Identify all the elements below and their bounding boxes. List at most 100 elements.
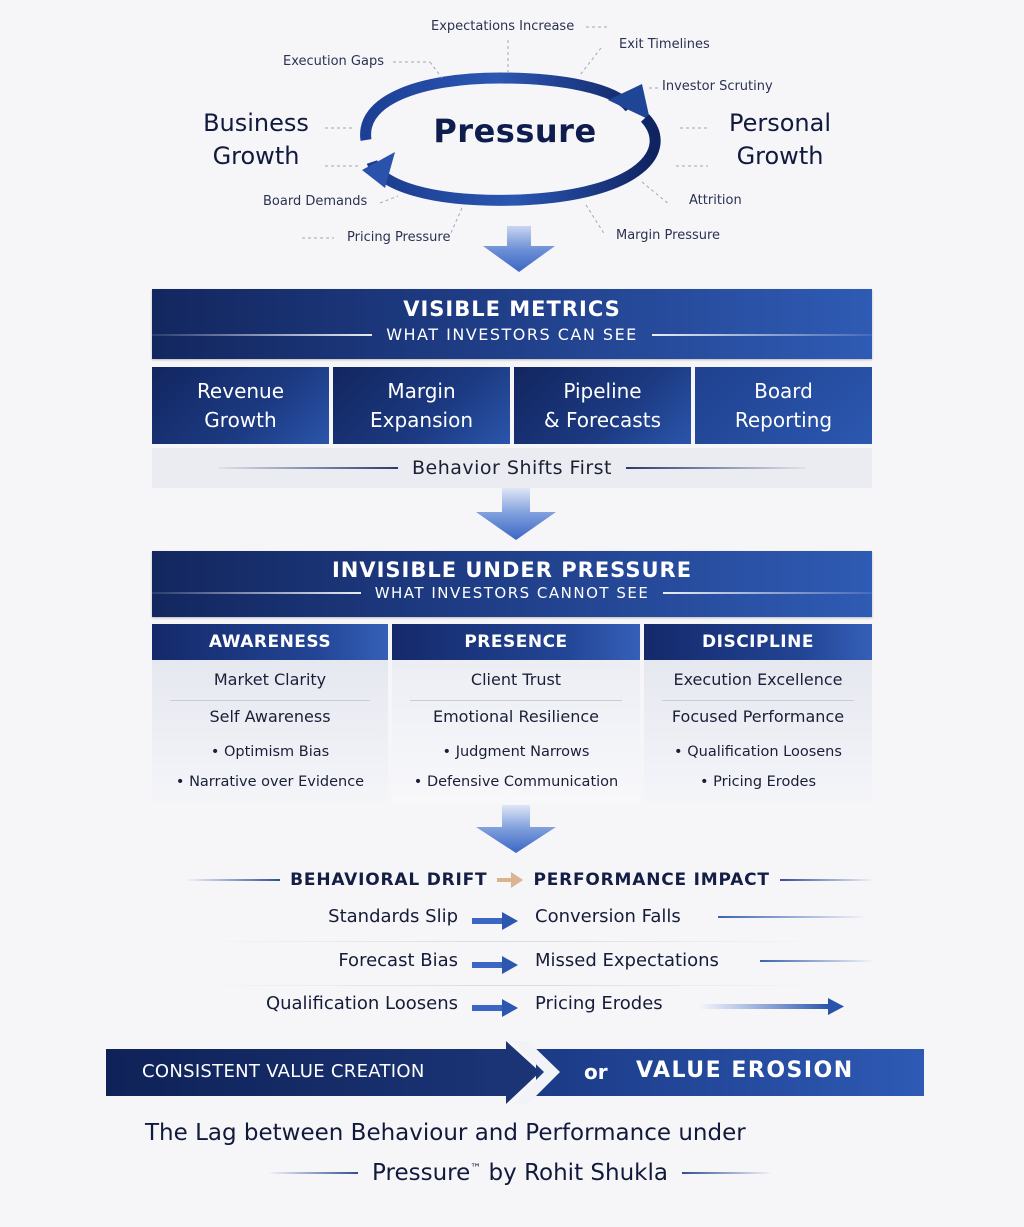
pressure-label-exit-timelines: Exit Timelines xyxy=(619,37,710,52)
right-arrow-icon xyxy=(472,912,518,930)
column-presence: Client Trust Emotional Resilience • Judg… xyxy=(392,660,640,804)
down-arrow-icon xyxy=(476,805,556,853)
drift-impact: Pricing Erodes xyxy=(535,993,663,1014)
performance-impact-heading: PERFORMANCE IMPACT xyxy=(533,870,770,890)
divider xyxy=(681,1172,772,1174)
visible-metrics-title: VISIBLE METRICS xyxy=(403,297,621,321)
pressure-cycle-diagram xyxy=(302,26,710,239)
divider xyxy=(170,700,370,701)
bullet-text: Pricing Erodes xyxy=(713,774,816,790)
divider xyxy=(626,467,807,469)
metric-pipeline-forecasts: Pipeline& Forecasts xyxy=(514,367,691,444)
drift-impact: Conversion Falls xyxy=(535,906,681,927)
invisible-subtitle-row: WHAT INVESTORS CANNOT SEE xyxy=(152,584,872,602)
bullet-text: Optimism Bias xyxy=(223,744,330,760)
invisible-title: INVISIBLE UNDER PRESSURE xyxy=(331,558,693,582)
column-discipline: Execution Excellence Focused Performance… xyxy=(644,660,872,804)
outcome-ribbon: CONSISTENT VALUE CREATION or VALUE EROSI… xyxy=(106,1041,924,1104)
pressure-label-board-demands: Board Demands xyxy=(263,194,368,209)
heading-discipline: DISCIPLINE xyxy=(644,624,872,660)
drift-row: Forecast Bias Missed Expectations xyxy=(150,950,910,980)
business-growth-line1: Business xyxy=(203,109,309,137)
column-primary: Execution Excellence xyxy=(673,670,843,689)
connector-lines xyxy=(302,26,710,239)
divider xyxy=(152,592,361,594)
down-arrow-icon xyxy=(483,226,555,272)
drift-behavior: Forecast Bias xyxy=(338,950,458,971)
column-primary: Market Clarity xyxy=(213,670,327,689)
footer-attribution: Pressure™ by Rohit Shukla xyxy=(372,1160,668,1186)
cycle-arrowhead-right xyxy=(608,84,650,120)
column-bullet: • Judgment Narrows xyxy=(442,744,590,760)
invisible-banner: INVISIBLE UNDER PRESSURE WHAT INVESTORS … xyxy=(152,551,872,617)
metric-line2: Reporting xyxy=(734,407,833,432)
drift-behavior: Qualification Loosens xyxy=(265,993,458,1014)
divider xyxy=(662,700,854,701)
divider xyxy=(410,700,622,701)
column-bullet: • Narrative over Evidence xyxy=(175,774,365,790)
value-creation-panel xyxy=(106,1049,506,1096)
column-bullet: • Optimism Bias xyxy=(210,744,330,760)
metric-line2: Expansion xyxy=(370,407,473,432)
column-secondary: Focused Performance xyxy=(671,707,845,726)
metric-line1: Board xyxy=(754,378,813,403)
behavioral-drift-heading: BEHAVIORAL DRIFT xyxy=(290,870,488,890)
divider xyxy=(185,879,281,881)
personal-growth-label: Personal Growth xyxy=(718,107,842,173)
visible-metrics-subtitle-row: WHAT INVESTORS CAN SEE xyxy=(152,325,872,344)
footer-pressure-word: Pressure xyxy=(372,1160,471,1186)
chevron-right-icon xyxy=(486,1041,560,1104)
drift-heading: BEHAVIORAL DRIFT PERFORMANCE IMPACT xyxy=(150,866,910,894)
personal-growth-line1: Personal xyxy=(728,109,832,137)
value-erosion-panel xyxy=(536,1049,924,1096)
bullet-text: Defensive Communication xyxy=(426,774,619,790)
footer-title-line2: Pressure™ by Rohit Shukla xyxy=(180,1160,860,1186)
column-awareness: Market Clarity Self Awareness • Optimism… xyxy=(152,660,388,804)
divider xyxy=(190,985,830,986)
divider xyxy=(268,1172,359,1174)
divider xyxy=(779,879,875,881)
visible-metrics-banner: VISIBLE METRICS WHAT INVESTORS CAN SEE xyxy=(152,289,872,359)
metric-line1: Margin xyxy=(387,378,456,403)
metric-line1: Revenue xyxy=(196,378,285,403)
footer-title-line1: The Lag between Behaviour and Performanc… xyxy=(145,1120,746,1146)
pressure-label-expectations: Expectations Increase xyxy=(431,19,575,34)
heading-presence: PRESENCE xyxy=(392,624,640,660)
bullet-text: Narrative over Evidence xyxy=(189,774,365,790)
cycle-arrowhead-left xyxy=(362,152,395,188)
divider xyxy=(663,592,872,594)
drift-row: Standards Slip Conversion Falls xyxy=(150,906,910,936)
drift-behavior: Standards Slip xyxy=(328,906,458,927)
column-bullet: • Pricing Erodes xyxy=(699,774,816,790)
divider xyxy=(190,941,830,942)
heading-awareness: AWARENESS xyxy=(152,624,388,660)
right-arrow-icon xyxy=(472,956,518,974)
pressure-center-title: Pressure xyxy=(433,112,597,150)
divider xyxy=(718,916,868,918)
cycle-arc-top xyxy=(360,72,635,141)
divider xyxy=(152,333,373,336)
divider xyxy=(651,333,872,336)
dimension-columns: Market Clarity Self Awareness • Optimism… xyxy=(152,660,872,804)
trademark-symbol: ™ xyxy=(470,1161,482,1175)
divider xyxy=(760,960,875,962)
divider xyxy=(217,467,398,469)
behavior-shifts-bar: Behavior Shifts First xyxy=(152,448,872,488)
column-bullet: • Defensive Communication xyxy=(413,774,619,790)
metric-line1: Pipeline xyxy=(563,378,642,403)
column-secondary: Emotional Resilience xyxy=(432,707,599,726)
business-growth-line2: Growth xyxy=(212,142,300,170)
or-connector: or xyxy=(584,1060,608,1084)
column-secondary: Self Awareness xyxy=(209,707,331,726)
personal-growth-line2: Growth xyxy=(736,142,824,170)
bullet-text: Qualification Loosens xyxy=(687,744,842,760)
dimension-headings: AWARENESS PRESENCE DISCIPLINE xyxy=(152,624,872,660)
pressure-label-execution-gaps: Execution Gaps xyxy=(283,54,384,69)
drift-impact: Missed Expectations xyxy=(535,950,719,971)
cycle-arc-bottom xyxy=(366,114,661,206)
pressure-label-investor-scrutiny: Investor Scrutiny xyxy=(662,79,773,94)
